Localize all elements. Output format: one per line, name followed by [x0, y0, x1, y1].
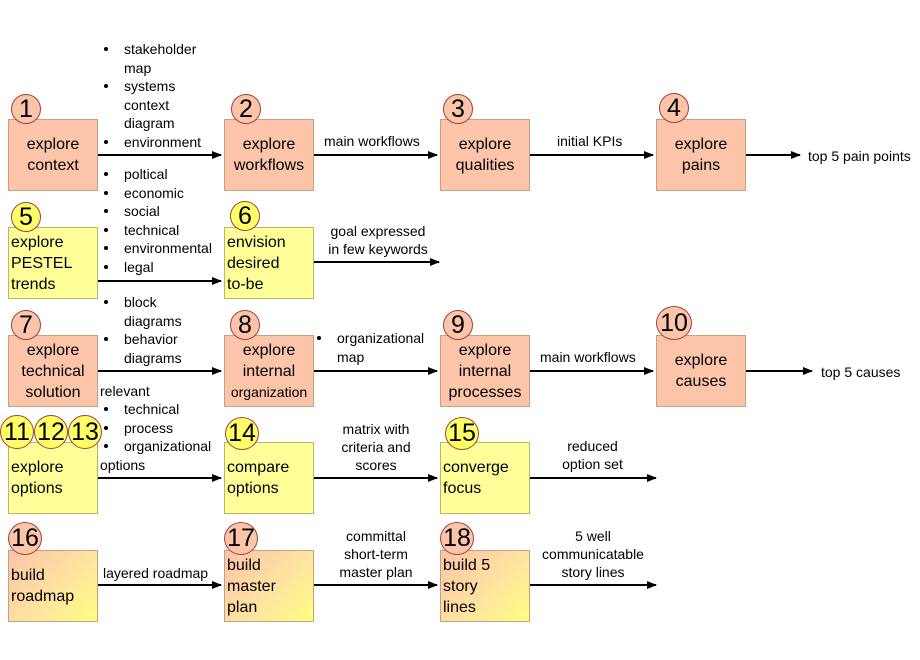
- list-item: stakeholder map: [100, 40, 220, 77]
- step-explore-pestel-trends: explore PESTEL trends: [8, 227, 98, 299]
- step-number-badge: 5: [11, 202, 41, 232]
- step-build-master-plan: build master plan: [224, 550, 314, 622]
- step-number-badge: 12: [34, 415, 68, 449]
- list-item: block diagrams: [100, 293, 200, 330]
- step-compare-options: compare options: [224, 442, 314, 514]
- label-main-workflows: main workflows: [324, 133, 420, 149]
- options-tail-label: options: [100, 457, 146, 473]
- organization-list: organizational map: [313, 329, 438, 366]
- step-number-badge: 15: [445, 417, 479, 450]
- label-committal-plan: committal short-term master plan: [339, 528, 413, 580]
- step-number-badge: 9: [443, 310, 473, 340]
- step-number-badge: 17: [224, 522, 258, 555]
- step-number-badge: 8: [230, 310, 260, 340]
- label-initial-kpis: initial KPIs: [557, 133, 623, 149]
- list-item: organizational: [100, 437, 225, 456]
- label-matrix: matrix with criteria and scores: [341, 421, 411, 473]
- list-item: organizational map: [313, 329, 438, 366]
- step-build-roadmap: build roadmap: [8, 550, 98, 622]
- list-item: environmental: [100, 239, 225, 258]
- list-item: technical: [100, 221, 225, 240]
- label-story-lines: 5 well communicatable story lines: [542, 528, 644, 580]
- step-number-badge: 4: [659, 93, 689, 123]
- step-number-badge: 2: [231, 94, 261, 124]
- list-item: poltical: [100, 165, 225, 184]
- step-explore-causes: explore causes: [656, 335, 746, 407]
- step-explore-workflows: explore workflows: [224, 119, 314, 191]
- step-number-badge: 11: [0, 415, 34, 449]
- label-main-workflows-2: main workflows: [540, 349, 636, 365]
- step-build-story-lines: build 5 story lines: [440, 550, 530, 622]
- step-explore-qualities: explore qualities: [440, 119, 530, 191]
- step-explore-pains: explore pains: [656, 119, 746, 191]
- options-list: technical process organizational: [100, 400, 225, 456]
- step-explore-options: explore options: [8, 442, 98, 514]
- list-item: social: [100, 202, 225, 221]
- step-explore-context: explore context: [8, 119, 98, 191]
- step-explore-internal-organization: explore internal organization: [224, 335, 314, 407]
- list-item: legal: [100, 258, 225, 277]
- step-envision-desired-to-be: envision desired to-be: [224, 227, 314, 299]
- step-explore-technical-solution: explore technical solution: [8, 335, 98, 407]
- step-number-badge: 7: [11, 310, 41, 340]
- step-number-badge: 3: [443, 94, 473, 124]
- pestel-list: poltical economic social technical envir…: [100, 165, 225, 276]
- step-number-badge: 13: [68, 415, 102, 449]
- list-item: systems context diagram: [100, 77, 220, 133]
- step-number-badge: 10: [656, 306, 692, 340]
- label-top-5-causes: top 5 causes: [821, 364, 901, 380]
- label-layered-roadmap: layered roadmap: [103, 565, 209, 581]
- step-converge-focus: converge focus: [440, 442, 530, 514]
- label-goal-expressed: goal expressed in few keywords: [328, 223, 428, 257]
- context-deliverables-list: stakeholder map systems context diagram …: [100, 40, 220, 151]
- options-lead-label: relevant: [100, 383, 150, 399]
- step-number-badge: 14: [225, 417, 259, 450]
- step-number-badge: 16: [8, 522, 42, 555]
- technical-diagrams-list: block diagrams behavior diagrams: [100, 293, 200, 367]
- step-number-badge: 6: [230, 201, 260, 231]
- step-number-badge: 18: [440, 522, 474, 555]
- step-number-badge: 1: [11, 94, 41, 124]
- list-item: process: [100, 419, 225, 438]
- step-explore-internal-processes: explore internal processes: [440, 335, 530, 407]
- label-top-5-pain-points: top 5 pain points: [808, 148, 911, 164]
- list-item: technical: [100, 400, 225, 419]
- list-item: behavior diagrams: [100, 330, 200, 367]
- list-item: economic: [100, 184, 225, 203]
- list-item: environment: [100, 133, 220, 152]
- label-reduced-option-set: reduced option set: [562, 438, 623, 472]
